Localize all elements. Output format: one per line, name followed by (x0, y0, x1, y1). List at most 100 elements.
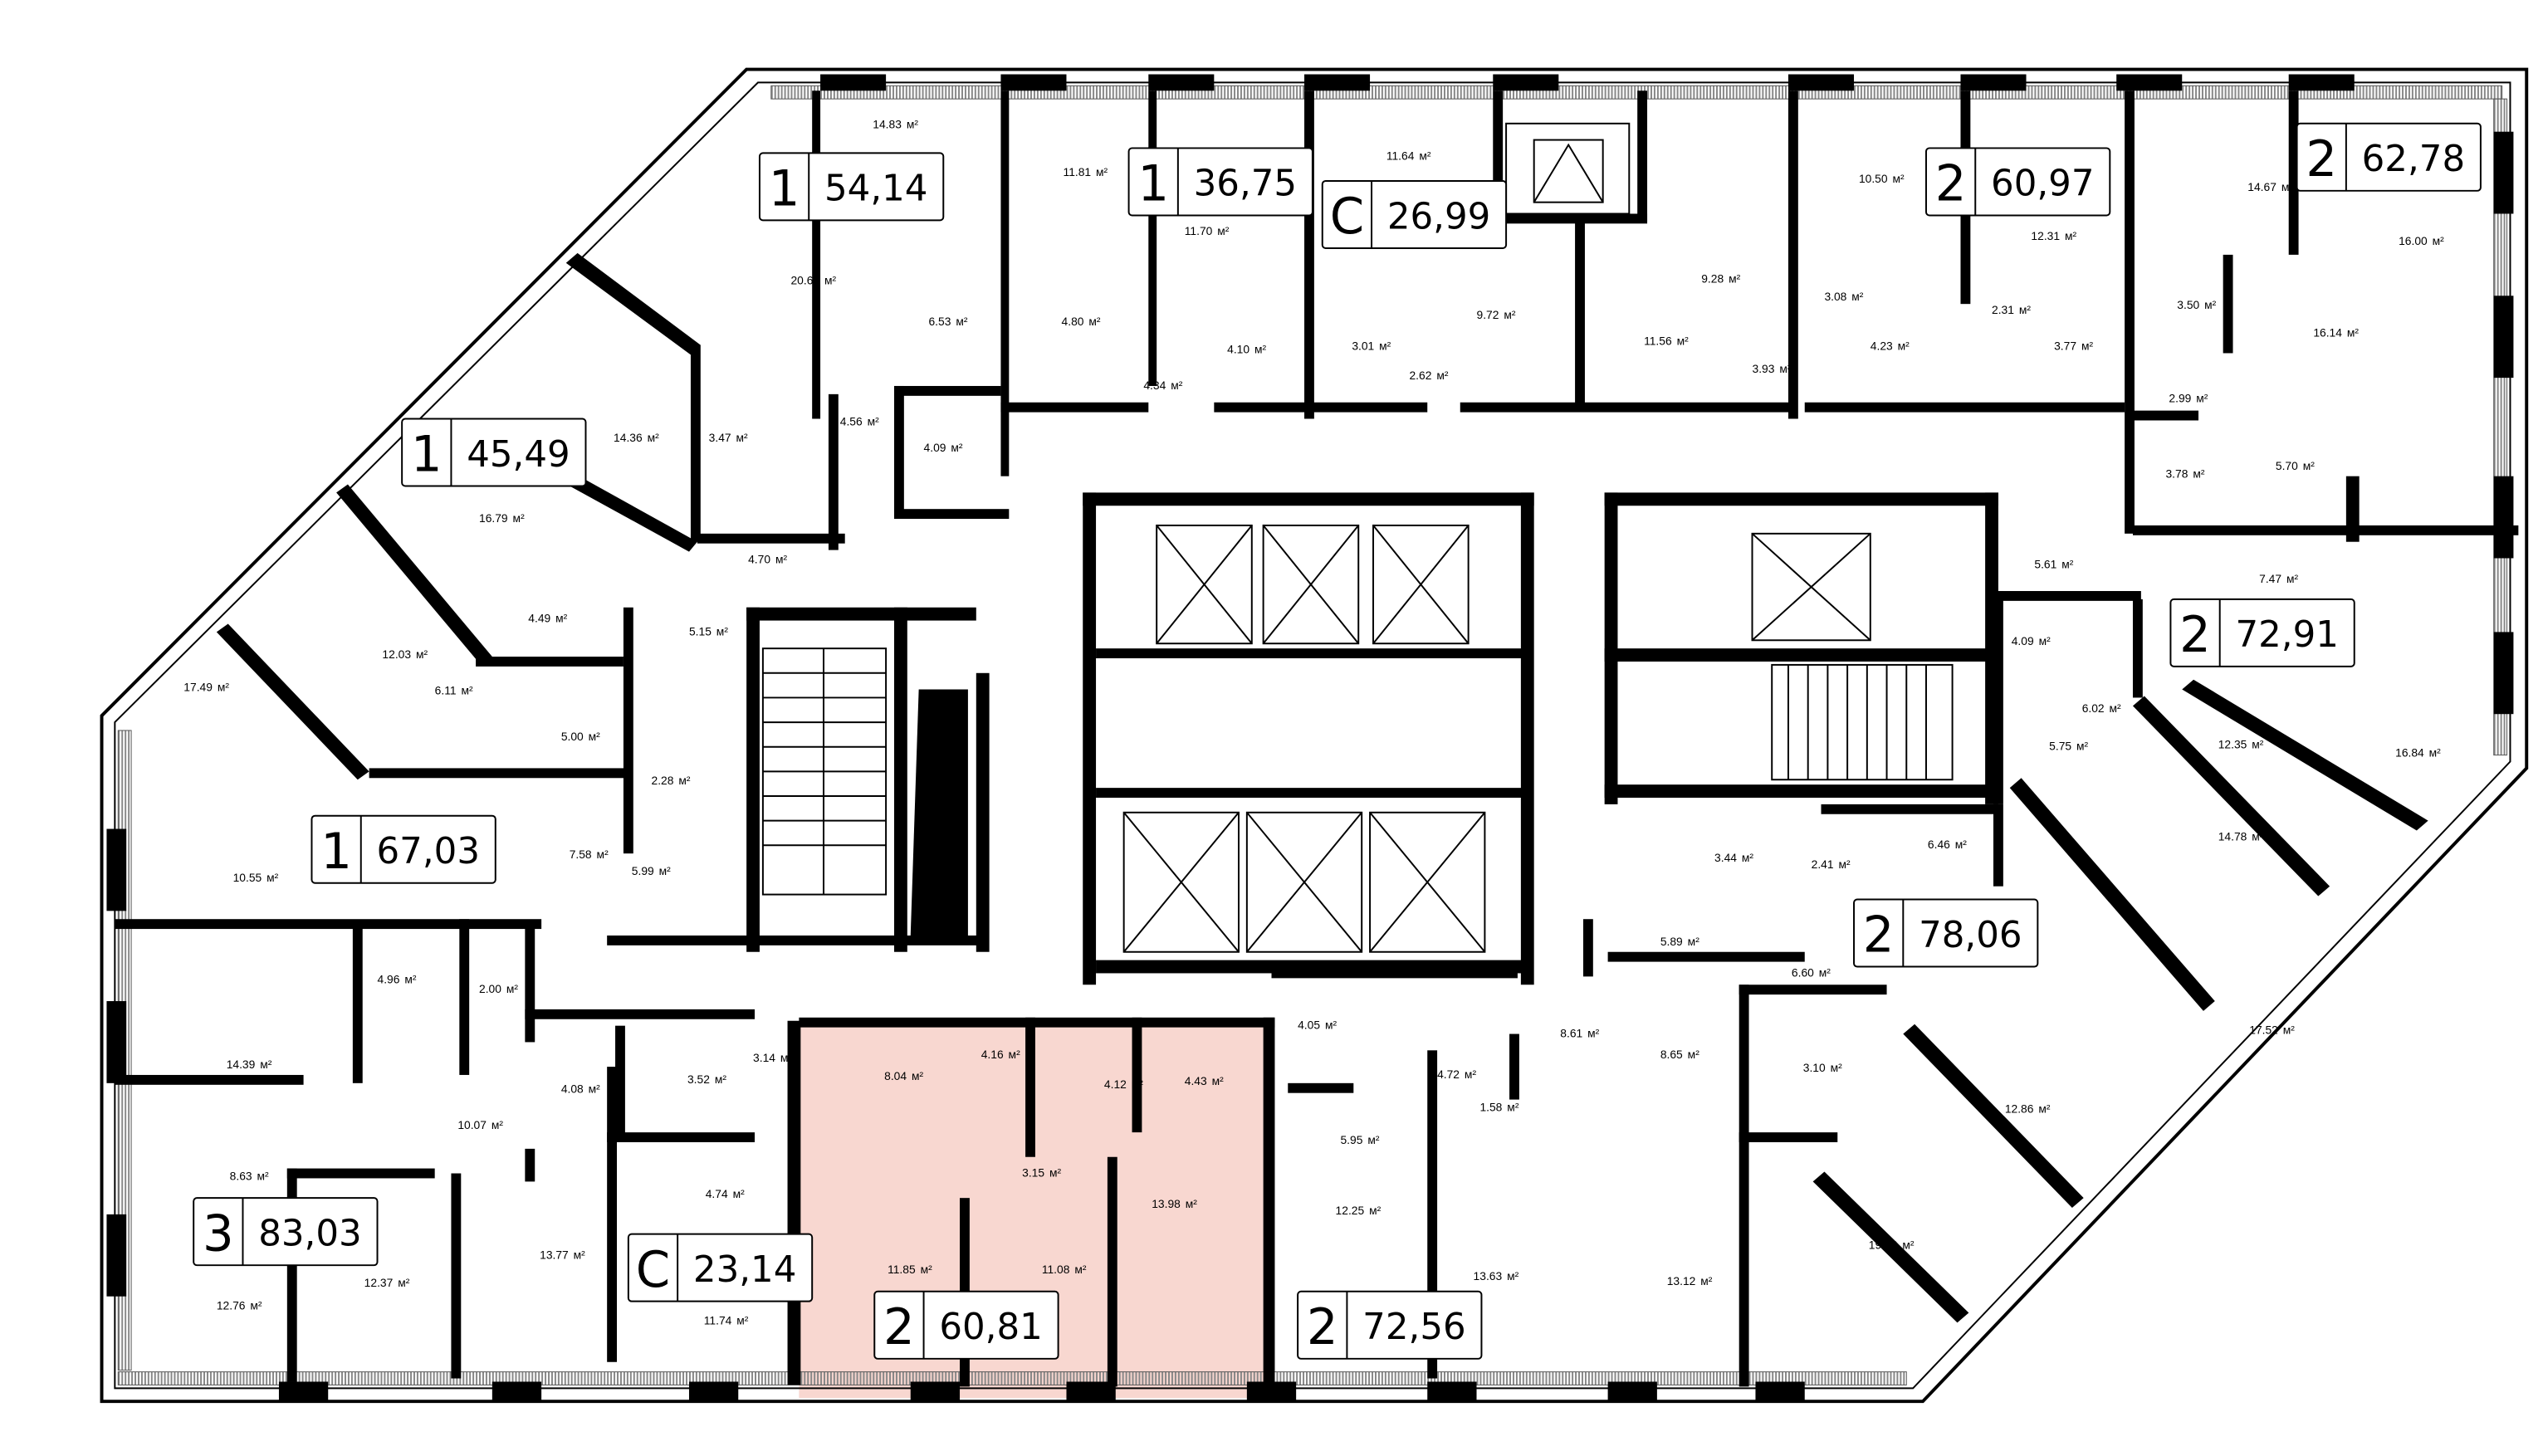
area-unit: м² (1367, 1133, 1380, 1146)
area-unit: м² (2429, 746, 2442, 760)
area-unit: м² (1688, 1048, 1700, 1061)
apartment-room-count: 2 (883, 1298, 915, 1356)
room-area-value: 11.08 (1042, 1263, 1070, 1276)
area-unit: м² (1838, 857, 1851, 871)
room-area-value: 5.00 (561, 730, 584, 743)
room-area-value: 2.00 (479, 982, 501, 995)
area-unit: м² (715, 1072, 727, 1086)
badge-box (1127, 147, 1313, 217)
area-unit: м² (1587, 1027, 1600, 1040)
area-unit: м² (1325, 1019, 1338, 1032)
room-area-value: 14.67 (2247, 180, 2276, 193)
area-unit: м² (1677, 335, 1690, 348)
area-unit: м² (736, 1313, 749, 1327)
room-area-value: 4.05 (1298, 1019, 1320, 1032)
apartment-total-area: 62,78 (2362, 139, 2465, 180)
room-area-label: 12.86 м² (2005, 1102, 2051, 1115)
area-unit: м² (2252, 738, 2264, 751)
area-unit: м² (1088, 315, 1101, 328)
area-unit: м² (1892, 172, 1905, 185)
room-area-label: 16.14 м² (2313, 326, 2359, 340)
room-area-value: 17.49 (183, 681, 213, 694)
room-area-value: 5.61 (2034, 557, 2056, 570)
area-unit: м² (1436, 369, 1449, 382)
area-unit: м² (250, 1299, 262, 1312)
apartment-room-count: 2 (1863, 906, 1895, 964)
area-unit: м² (1507, 1269, 1519, 1283)
apartment-total-area: 83,03 (258, 1213, 361, 1254)
room-area-value: 3.14 (753, 1051, 775, 1064)
room-area-value: 11.74 (704, 1313, 732, 1327)
room-area-value: 4.49 (528, 612, 550, 625)
area-unit: м² (1217, 224, 1230, 237)
room-area-value: 14.83 (873, 118, 902, 131)
area-unit: м² (2433, 234, 2445, 247)
room-area-label: 11.74 м² (704, 1313, 749, 1327)
area-unit: м² (1096, 165, 1108, 178)
badge-box (758, 152, 945, 222)
stairs-icon-right (1751, 532, 1954, 781)
badge-box (401, 418, 587, 487)
apartment-total-area: 26,99 (1387, 196, 1490, 237)
area-unit: м² (659, 864, 672, 877)
room-area-label: 4.05 м² (1298, 1019, 1337, 1032)
room-area-value: 3.15 (1022, 1165, 1044, 1179)
badge-box (2169, 598, 2355, 667)
room-area-value: 4.09 (2012, 634, 2034, 647)
room-area-value: 11.85 (888, 1263, 916, 1276)
room-area-value: 5.95 (1340, 1133, 1362, 1146)
room-area-value: 2.31 (1992, 303, 2014, 316)
area-unit: м² (2347, 326, 2360, 340)
room-area-value: 16.14 (2313, 326, 2342, 340)
room-area-value: 1.58 (1479, 1100, 1502, 1113)
area-unit: м² (1254, 342, 1267, 355)
room-area-value: 4.70 (748, 552, 770, 565)
area-unit: м² (597, 848, 609, 861)
area-unit: м² (2065, 229, 2077, 242)
area-unit: м² (1898, 340, 1910, 353)
room-area-value: 2.62 (1409, 369, 1431, 382)
apartment-room-count: 1 (411, 426, 443, 483)
area-unit: м² (2038, 1102, 2051, 1115)
area-unit: м² (218, 681, 230, 694)
area-unit: м² (716, 624, 729, 638)
room-area-value: 12.86 (2005, 1102, 2034, 1115)
area-unit: м² (1419, 149, 1431, 162)
